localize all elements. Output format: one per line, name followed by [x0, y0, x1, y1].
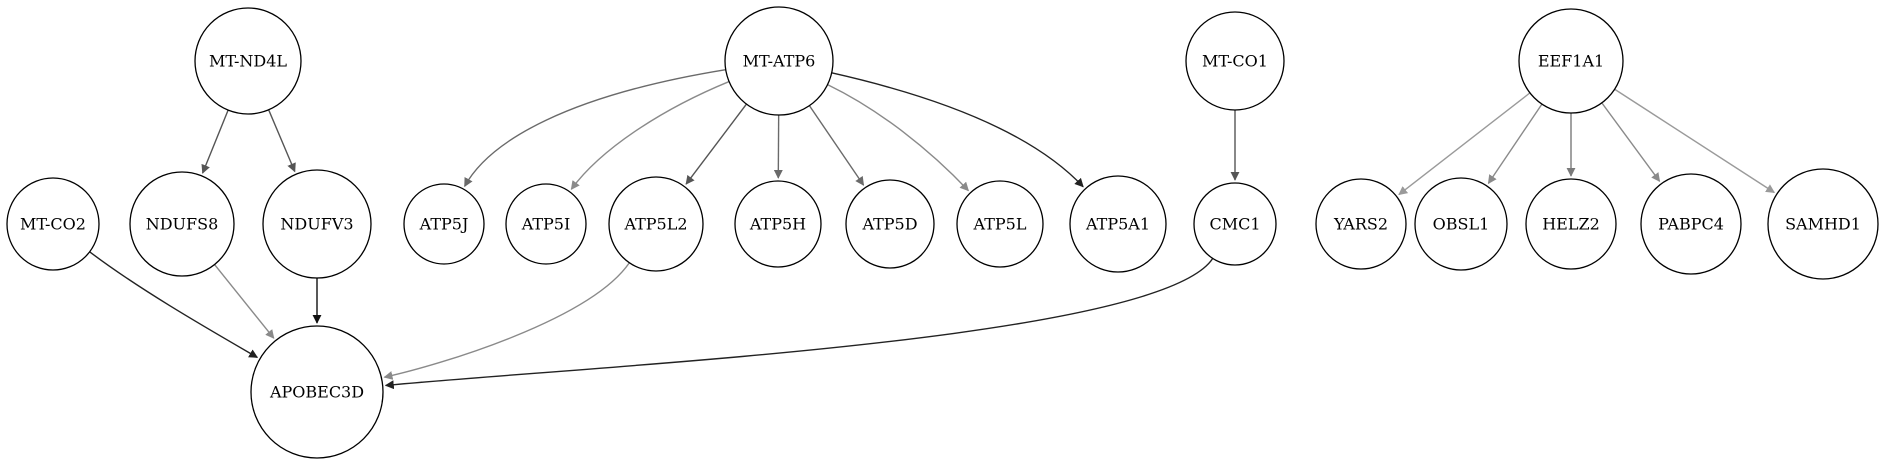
edge-atp5l2-to-apobec3d	[383, 262, 630, 380]
node-atp5h[interactable]: ATP5H	[734, 180, 822, 268]
node-circle	[403, 183, 485, 265]
node-mt-co2[interactable]: MT-CO2	[6, 177, 100, 271]
node-label: NDUFV3	[280, 215, 353, 234]
node-label: ATP5A1	[1085, 215, 1150, 234]
node-eef1a1[interactable]: EEF1A1	[1518, 8, 1624, 114]
node-atp5d[interactable]: ATP5D	[845, 179, 935, 269]
node-cmc1[interactable]: CMC1	[1193, 182, 1277, 266]
edge-eef1a1-to-obsl1	[1487, 103, 1543, 185]
node-label: OBSL1	[1433, 215, 1490, 234]
node-pabpc4[interactable]: PABPC4	[1640, 173, 1742, 275]
node-circle	[1525, 178, 1617, 270]
node-circle	[1518, 8, 1624, 114]
node-circle	[1640, 173, 1742, 275]
node-circle	[608, 176, 704, 272]
node-atp5i[interactable]: ATP5I	[505, 183, 587, 265]
node-atp5a1[interactable]: ATP5A1	[1069, 175, 1167, 273]
node-yars2[interactable]: YARS2	[1315, 178, 1407, 270]
node-label: MT-ATP6	[743, 52, 816, 71]
node-circle	[194, 7, 302, 115]
node-atp5l[interactable]: ATP5L	[956, 180, 1044, 268]
node-atp5j[interactable]: ATP5J	[403, 183, 485, 265]
edge-cmc1-to-apobec3d	[384, 258, 1214, 390]
node-circle	[262, 169, 372, 279]
node-ndufs8[interactable]: NDUFS8	[129, 171, 235, 277]
node-helz2[interactable]: HELZ2	[1525, 178, 1617, 270]
node-circle	[734, 180, 822, 268]
edge-mt-nd4l-to-ndufs8	[201, 109, 229, 174]
node-label: CMC1	[1209, 215, 1260, 234]
node-label: HELZ2	[1542, 215, 1600, 234]
node-circle	[1185, 11, 1285, 111]
node-label: SAMHD1	[1785, 215, 1861, 234]
edge-mt-atp6-to-atp5j	[464, 68, 726, 188]
node-mt-nd4l[interactable]: MT-ND4L	[194, 7, 302, 115]
node-label: NDUFS8	[146, 215, 219, 234]
node-circle	[956, 180, 1044, 268]
node-mt-co1[interactable]: MT-CO1	[1185, 11, 1285, 111]
edge-mt-atp6-to-atp5i	[570, 80, 730, 190]
node-mt-atp6[interactable]: MT-ATP6	[724, 6, 834, 116]
node-label: ATP5I	[521, 215, 571, 234]
node-circle	[1193, 182, 1277, 266]
edge-ndufs8-to-apobec3d	[214, 264, 275, 339]
node-label: APOBEC3D	[269, 383, 364, 402]
node-label: EEF1A1	[1538, 52, 1604, 71]
edges-layer	[89, 68, 1776, 390]
node-circle	[505, 183, 587, 265]
edge-mt-nd4l-to-ndufv3	[268, 109, 296, 173]
node-samhd1[interactable]: SAMHD1	[1767, 168, 1879, 280]
node-label: ATP5L2	[623, 215, 687, 234]
node-circle	[129, 171, 235, 277]
node-circle	[845, 179, 935, 269]
node-circle	[1069, 175, 1167, 273]
edge-eef1a1-to-samhd1	[1614, 88, 1776, 194]
node-circle	[250, 325, 384, 459]
node-ndufv3[interactable]: NDUFV3	[262, 169, 372, 279]
node-obsl1[interactable]: OBSL1	[1414, 177, 1508, 271]
node-label: ATP5D	[861, 215, 917, 234]
node-label: YARS2	[1333, 215, 1388, 234]
node-circle	[1414, 177, 1508, 271]
node-label: MT-ND4L	[209, 52, 287, 71]
edge-eef1a1-to-yars2	[1398, 92, 1531, 196]
node-label: MT-CO1	[1202, 52, 1268, 71]
edge-mt-co2-to-apobec3d	[89, 251, 259, 359]
node-label: ATP5H	[749, 215, 806, 234]
node-circle	[1767, 168, 1879, 280]
node-label: ATP5J	[419, 215, 469, 234]
node-apobec3d[interactable]: APOBEC3D	[250, 325, 384, 459]
edge-mt-atp6-to-atp5l2	[685, 103, 748, 185]
node-circle	[6, 177, 100, 271]
node-label: ATP5L	[973, 215, 1027, 234]
node-atp5l2[interactable]: ATP5L2	[608, 176, 704, 272]
edge-eef1a1-to-pabpc4	[1601, 102, 1661, 183]
edge-mt-atp6-to-atp5d	[808, 105, 865, 186]
node-circle	[1315, 178, 1407, 270]
node-label: MT-CO2	[20, 215, 86, 234]
node-label: PABPC4	[1658, 215, 1724, 234]
edge-mt-atp6-to-atp5a1	[831, 72, 1084, 188]
node-circle	[724, 6, 834, 116]
edge-mt-atp6-to-atp5l	[827, 83, 970, 192]
